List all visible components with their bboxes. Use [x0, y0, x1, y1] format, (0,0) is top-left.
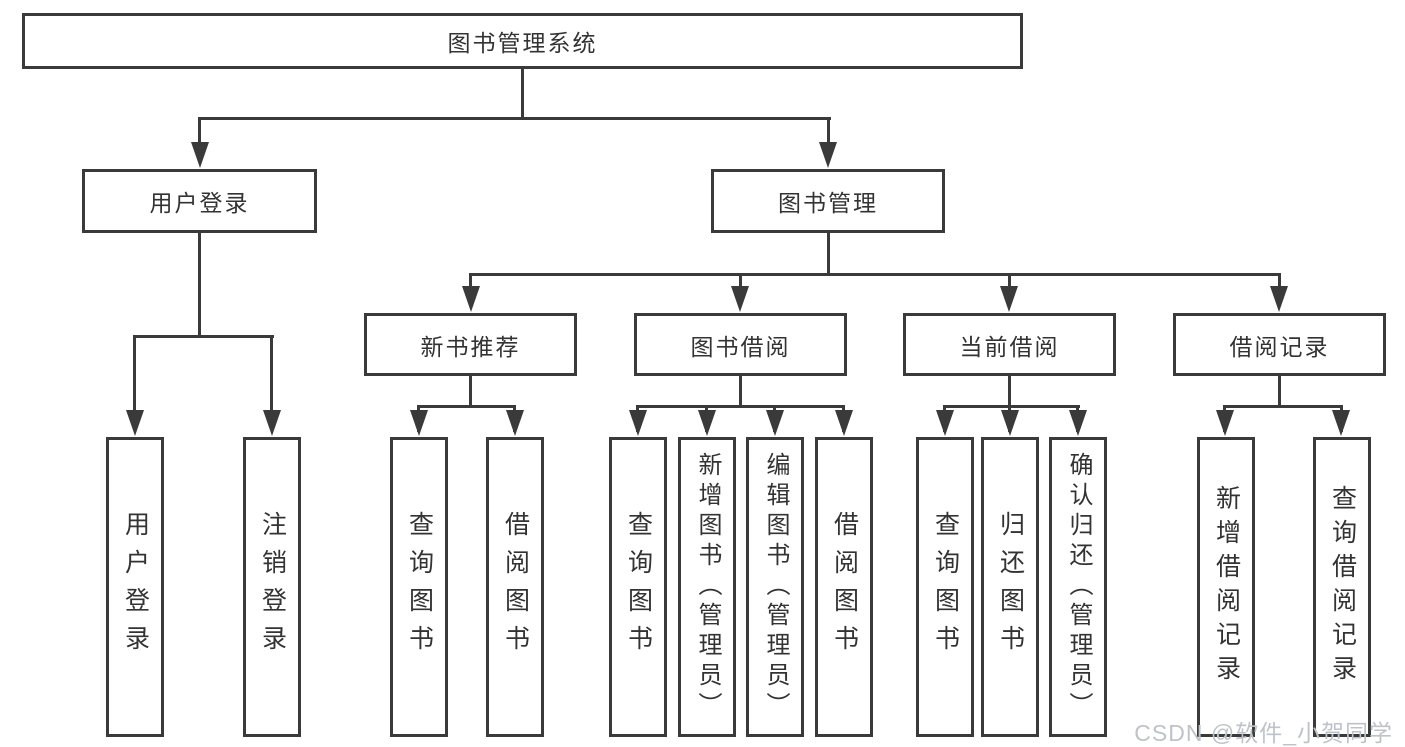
leaf-node-query-borrow-record: 查询借阅记录 — [1313, 437, 1371, 737]
connector-line — [739, 376, 742, 405]
connector-line — [417, 405, 516, 408]
leaf-node-query-books: 查询图书 — [609, 437, 667, 737]
node-library-management-system: 图书管理系统 — [22, 13, 1023, 69]
connector-line — [636, 405, 845, 408]
arrow-down-icon — [629, 410, 647, 436]
node-label: 查询图书 — [624, 511, 653, 663]
node-label: 用户登录 — [149, 190, 250, 216]
arrow-down-icon — [191, 142, 209, 168]
arrow-down-icon — [1270, 286, 1288, 312]
arrow-down-icon — [126, 410, 144, 436]
connector-line — [1008, 376, 1011, 405]
node-label: 查询图书 — [931, 511, 960, 663]
leaf-node-return-books: 归还图书 — [981, 437, 1039, 737]
connector-line — [1278, 376, 1281, 405]
connector-line — [739, 273, 742, 293]
node-label: 查询图书 — [405, 511, 434, 663]
arrow-down-icon — [835, 410, 853, 436]
arrow-down-icon — [1216, 410, 1234, 436]
node-label: 当前借阅 — [959, 333, 1060, 360]
node-book-borrow: 图书借阅 — [634, 313, 847, 376]
connector-line — [469, 273, 472, 293]
leaf-node-logout: 注销登录 — [243, 437, 301, 737]
arrow-down-icon — [462, 286, 480, 312]
node-label: 图书借阅 — [690, 333, 791, 360]
node-label: 确认归还（管理员） — [1065, 452, 1092, 722]
arrow-down-icon — [766, 410, 784, 436]
leaf-node-query-books: 查询图书 — [916, 437, 974, 737]
arrow-down-icon — [1332, 410, 1350, 436]
leaf-node-query-books: 查询图书 — [390, 437, 448, 737]
node-label: 用户登录 — [121, 511, 150, 663]
arrow-down-icon — [506, 410, 524, 436]
connector-line — [827, 117, 830, 145]
arrow-down-icon — [1001, 410, 1019, 436]
connector-line — [133, 335, 274, 338]
arrow-down-icon — [1000, 286, 1018, 312]
node-label: 借阅图书 — [830, 511, 859, 663]
node-label: 新书推荐 — [420, 333, 521, 360]
leaf-node-borrow-books: 借阅图书 — [815, 437, 873, 737]
watermark: CSDN @软件_小贺同学 — [1134, 720, 1393, 746]
node-book-management: 图书管理 — [711, 169, 945, 233]
connector-line — [521, 69, 524, 118]
node-label: 新增图书（管理员） — [694, 452, 721, 722]
connector-line — [133, 335, 136, 430]
node-label: 图书管理 — [778, 190, 878, 216]
node-label: 归还图书 — [996, 511, 1025, 663]
connector-line — [198, 117, 831, 120]
connector-line — [1008, 273, 1011, 293]
leaf-node-add-books-admin: 新增图书（管理员） — [678, 437, 736, 737]
node-borrow-records: 借阅记录 — [1173, 313, 1386, 376]
arrow-down-icon — [731, 286, 749, 312]
node-label: 图书管理系统 — [447, 30, 598, 56]
arrow-down-icon — [263, 410, 281, 436]
arrow-down-icon — [819, 142, 837, 168]
node-label: 新增借阅记录 — [1212, 485, 1241, 689]
connector-line — [1278, 273, 1281, 293]
node-label: 借阅记录 — [1229, 333, 1330, 360]
node-label: 注销登录 — [258, 511, 287, 663]
connector-line — [198, 233, 201, 335]
node-label: 编辑图书（管理员） — [762, 452, 789, 722]
arrow-down-icon — [698, 410, 716, 436]
connector-line — [469, 273, 1281, 276]
arrow-down-icon — [936, 410, 954, 436]
leaf-node-borrow-books: 借阅图书 — [486, 437, 544, 737]
arrow-down-icon — [410, 410, 428, 436]
arrow-down-icon — [1069, 410, 1087, 436]
connector-line — [827, 233, 830, 273]
node-label: 查询借阅记录 — [1328, 485, 1357, 689]
connector-line — [943, 405, 1080, 408]
leaf-node-user-login: 用户登录 — [106, 437, 164, 737]
node-current-borrow: 当前借阅 — [903, 313, 1116, 376]
node-user-login: 用户登录 — [82, 169, 317, 233]
node-label: 借阅图书 — [501, 511, 530, 663]
connector-line — [1223, 405, 1343, 408]
connector-line — [469, 376, 472, 405]
connector-line — [270, 335, 273, 430]
connector-line — [198, 117, 201, 145]
node-new-book-recommend: 新书推荐 — [364, 313, 577, 376]
leaf-node-confirm-return-admin: 确认归还（管理员） — [1049, 437, 1107, 737]
leaf-node-add-borrow-record: 新增借阅记录 — [1197, 437, 1255, 737]
leaf-node-edit-books-admin: 编辑图书（管理员） — [746, 437, 804, 737]
